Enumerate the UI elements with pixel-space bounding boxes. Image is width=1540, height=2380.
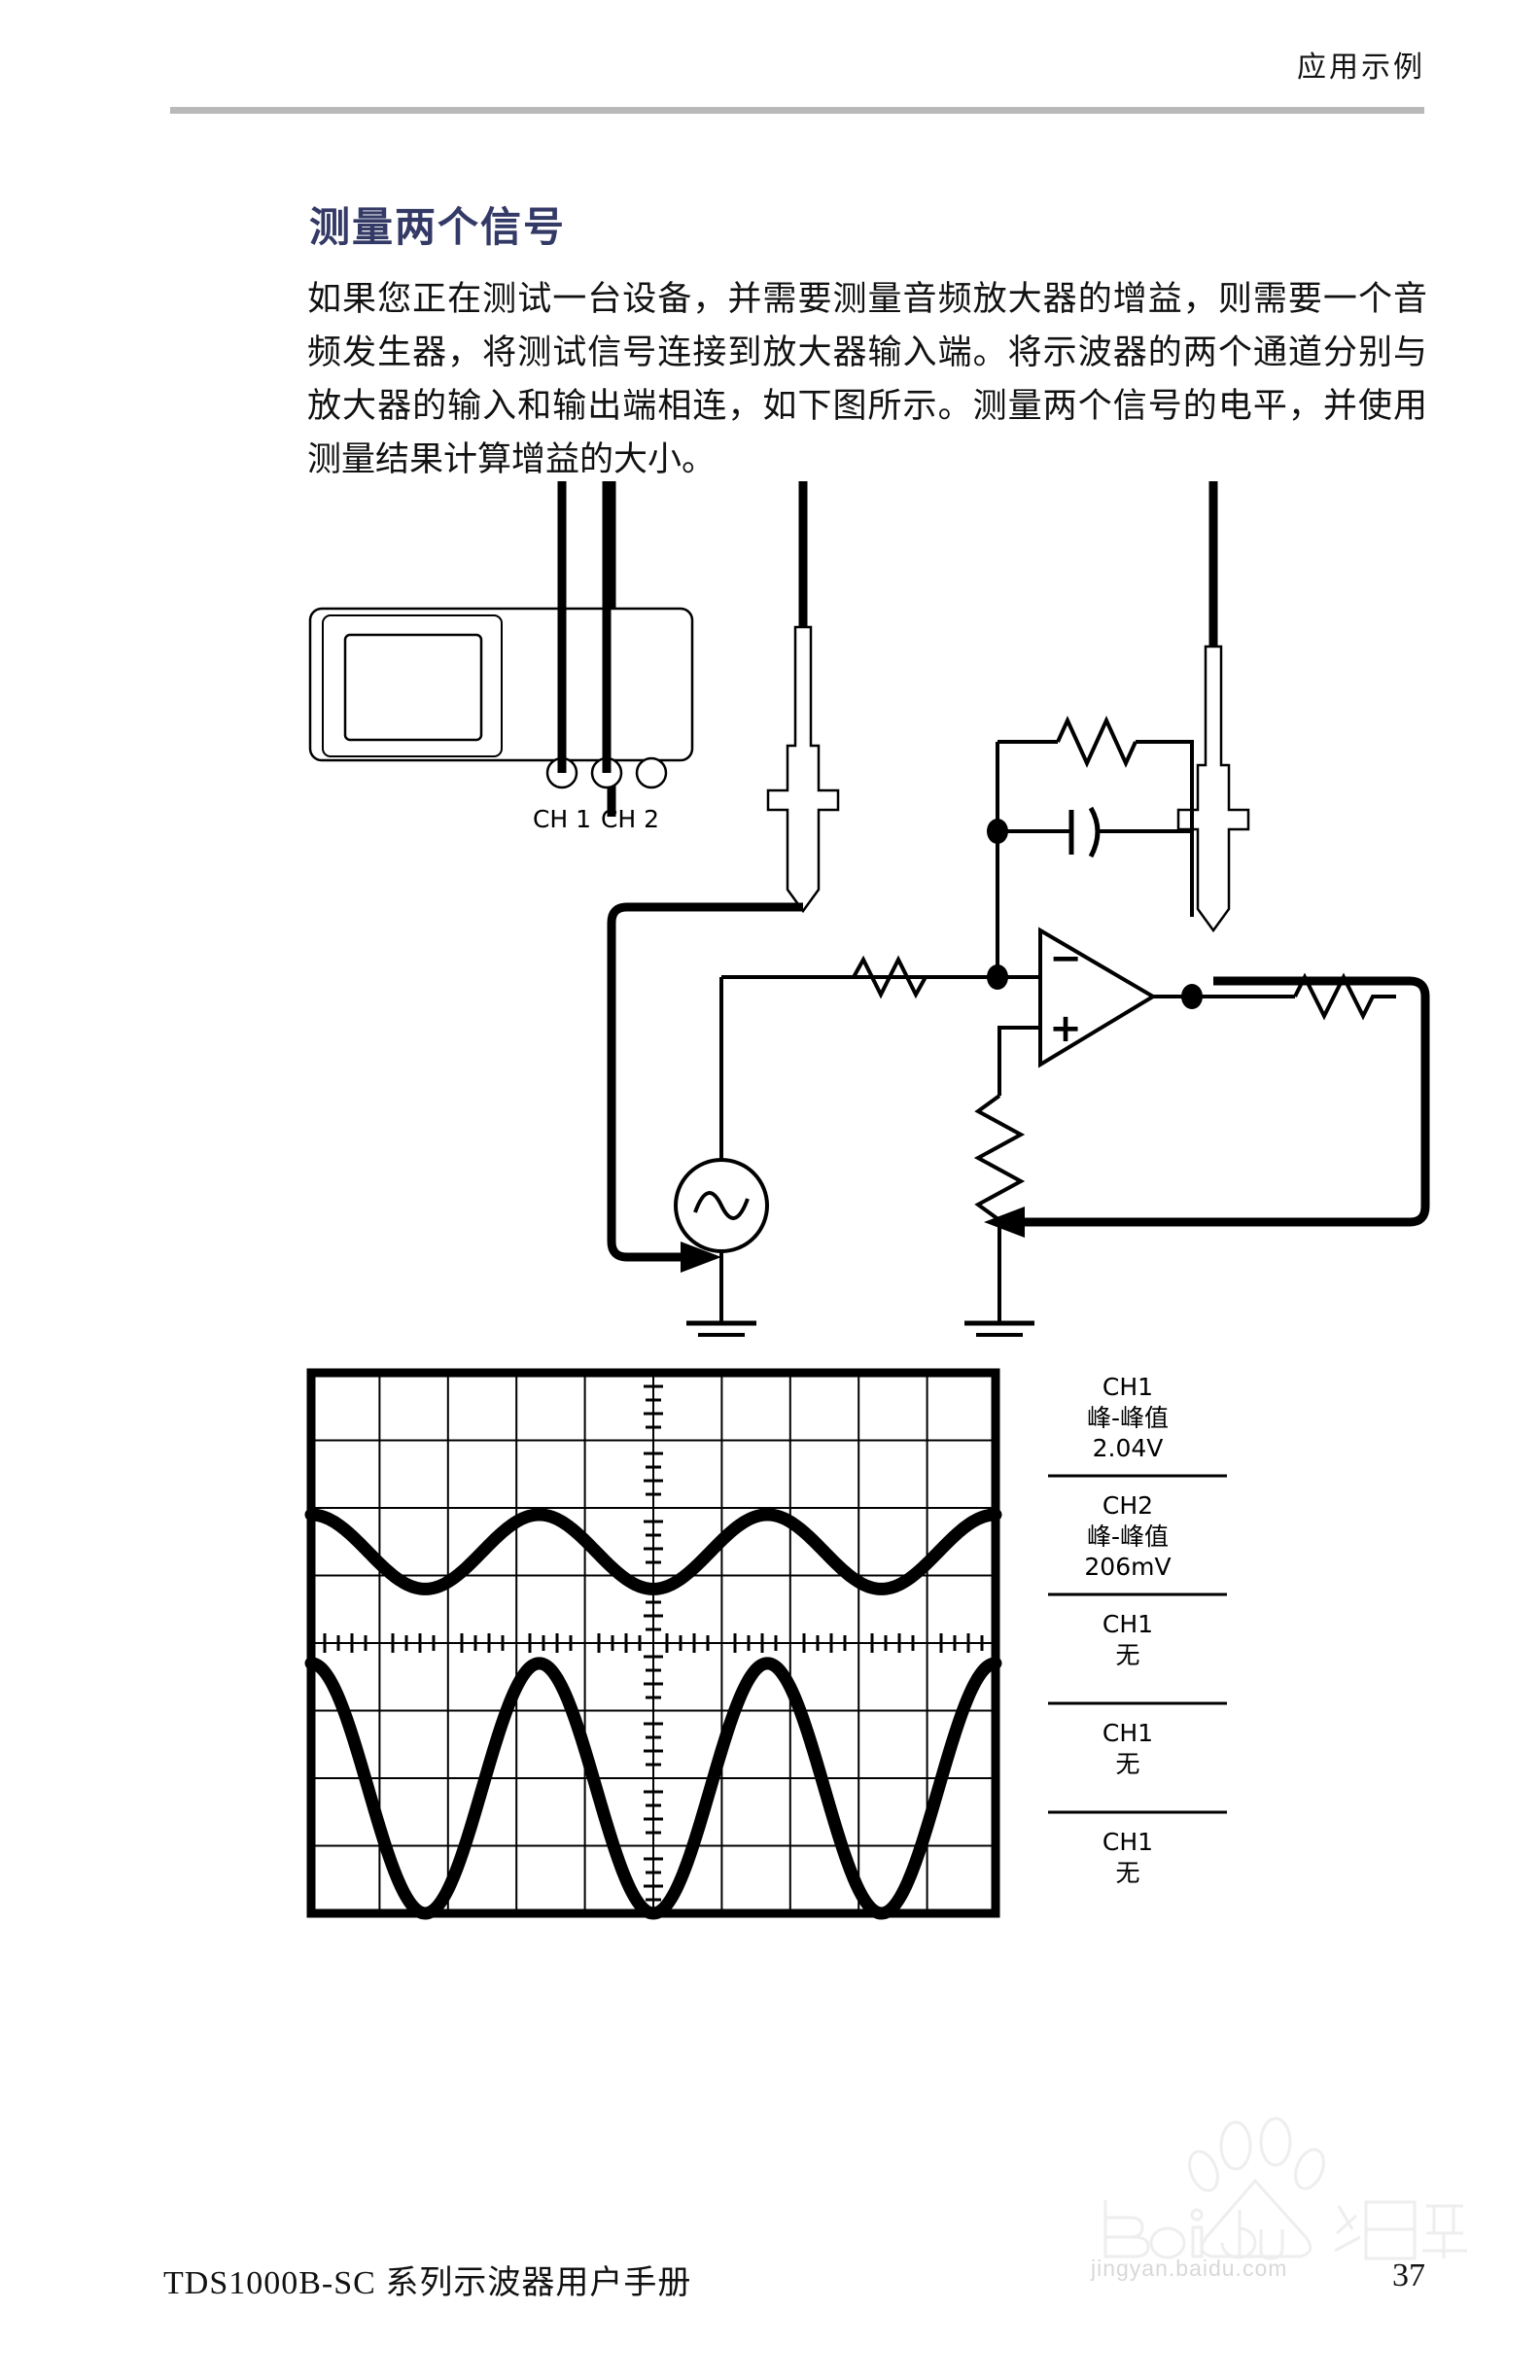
- probe-output: [1176, 645, 1250, 933]
- letter-a: [1149, 2226, 1186, 2259]
- watermark-url: jingyan.baidu.com: [1091, 2256, 1288, 2281]
- label-ch1: CH 1: [533, 805, 591, 833]
- readout-0-measure: 峰-峰值: [1087, 1404, 1169, 1432]
- readout-2-value: 无: [1115, 1641, 1139, 1669]
- arrow-pot-wiper: [984, 1207, 1025, 1238]
- paw-pad: [1200, 2178, 1312, 2258]
- letter-i-dot: [1190, 2208, 1204, 2222]
- readout-0-value: 2.04V: [1093, 1434, 1164, 1462]
- probe-input: [766, 625, 840, 914]
- letter-u: [1259, 2229, 1284, 2260]
- letter-d: [1220, 2210, 1257, 2259]
- readout-2-channel: CH1: [1102, 1610, 1153, 1638]
- opamp-plus-label: +: [1049, 1006, 1082, 1051]
- readout-4-value: 无: [1115, 1859, 1139, 1887]
- circuit-diagram-figure: CH 1 CH 2: [0, 481, 1540, 1337]
- paw-toe-1: [1219, 2120, 1252, 2171]
- body-paragraph: 如果您正在测试一台设备，并需要测量音频放大器的增益，则需要一个音频发生器，将测试…: [307, 280, 1427, 478]
- graticule-horizontal-ticks: [323, 1633, 984, 1653]
- readout-4-channel: CH1: [1102, 1828, 1153, 1856]
- letter-i-stem: [1191, 2225, 1204, 2258]
- input-resistor: [852, 955, 928, 999]
- letter-B: [1103, 2200, 1150, 2258]
- output-resistor: [1293, 972, 1396, 1021]
- opamp-symbol: [1038, 927, 1157, 1068]
- measurement-readout-panel: CH1 峰-峰值 2.04V CH2 峰-峰值 206mV CH1 无 CH1 …: [1048, 1373, 1227, 1887]
- wire-source-return: [607, 902, 803, 1262]
- page-title: 测量两个信号: [309, 203, 567, 251]
- feedback-resistor: [1056, 716, 1138, 768]
- wire-feedback-loop-outer: [1025, 976, 1430, 1227]
- page-header-title: 应用示例: [1297, 52, 1425, 84]
- cable-ch2-route: [602, 481, 1218, 773]
- baidu-watermark: [1045, 2105, 1473, 2280]
- opamp-minus-label: −: [1049, 936, 1082, 981]
- ground-source: [686, 1319, 756, 1337]
- waveform-trace-ch2: [304, 1508, 1002, 1595]
- oscilloscope-screen: [343, 633, 483, 742]
- paw-toe-2: [1259, 2117, 1292, 2167]
- arrow-source-return: [681, 1242, 721, 1273]
- paw-toe-3: [1188, 2150, 1219, 2192]
- ground-potentiometer: [964, 1319, 1034, 1337]
- chinese-jingyan: [1334, 2200, 1467, 2260]
- wire-rf-right: [1136, 740, 1194, 831]
- footer-manual-title: TDS1000B-SC 系列示波器用户手册: [163, 2265, 692, 2301]
- scope-screen-figure: CH1 峰-峰值 2.04V CH2 峰-峰值 206mV CH1 无 CH1 …: [0, 1342, 1540, 1944]
- label-ch2: CH 2: [601, 805, 659, 833]
- wire-to-opamp-plus: [998, 1026, 1040, 1096]
- bnc-connector-ext[interactable]: [635, 756, 668, 789]
- sine-wave-icon: [693, 1191, 750, 1220]
- capacitor-plate-right: [1088, 806, 1101, 858]
- readout-3-channel: CH1: [1102, 1719, 1153, 1747]
- readout-0-channel: CH1: [1102, 1373, 1153, 1401]
- paw-toe-4: [1294, 2148, 1325, 2190]
- waveform-trace-ch1: [304, 1657, 1002, 1920]
- header-rule: [170, 107, 1424, 114]
- readout-1-measure: 峰-峰值: [1087, 1522, 1169, 1551]
- footer-page-number: 37: [1392, 2258, 1425, 2293]
- potentiometer-resistor: [973, 1094, 1026, 1222]
- readout-1-channel: CH2: [1102, 1491, 1153, 1520]
- readout-1-value: 206mV: [1084, 1553, 1171, 1581]
- readout-3-value: 无: [1115, 1750, 1139, 1778]
